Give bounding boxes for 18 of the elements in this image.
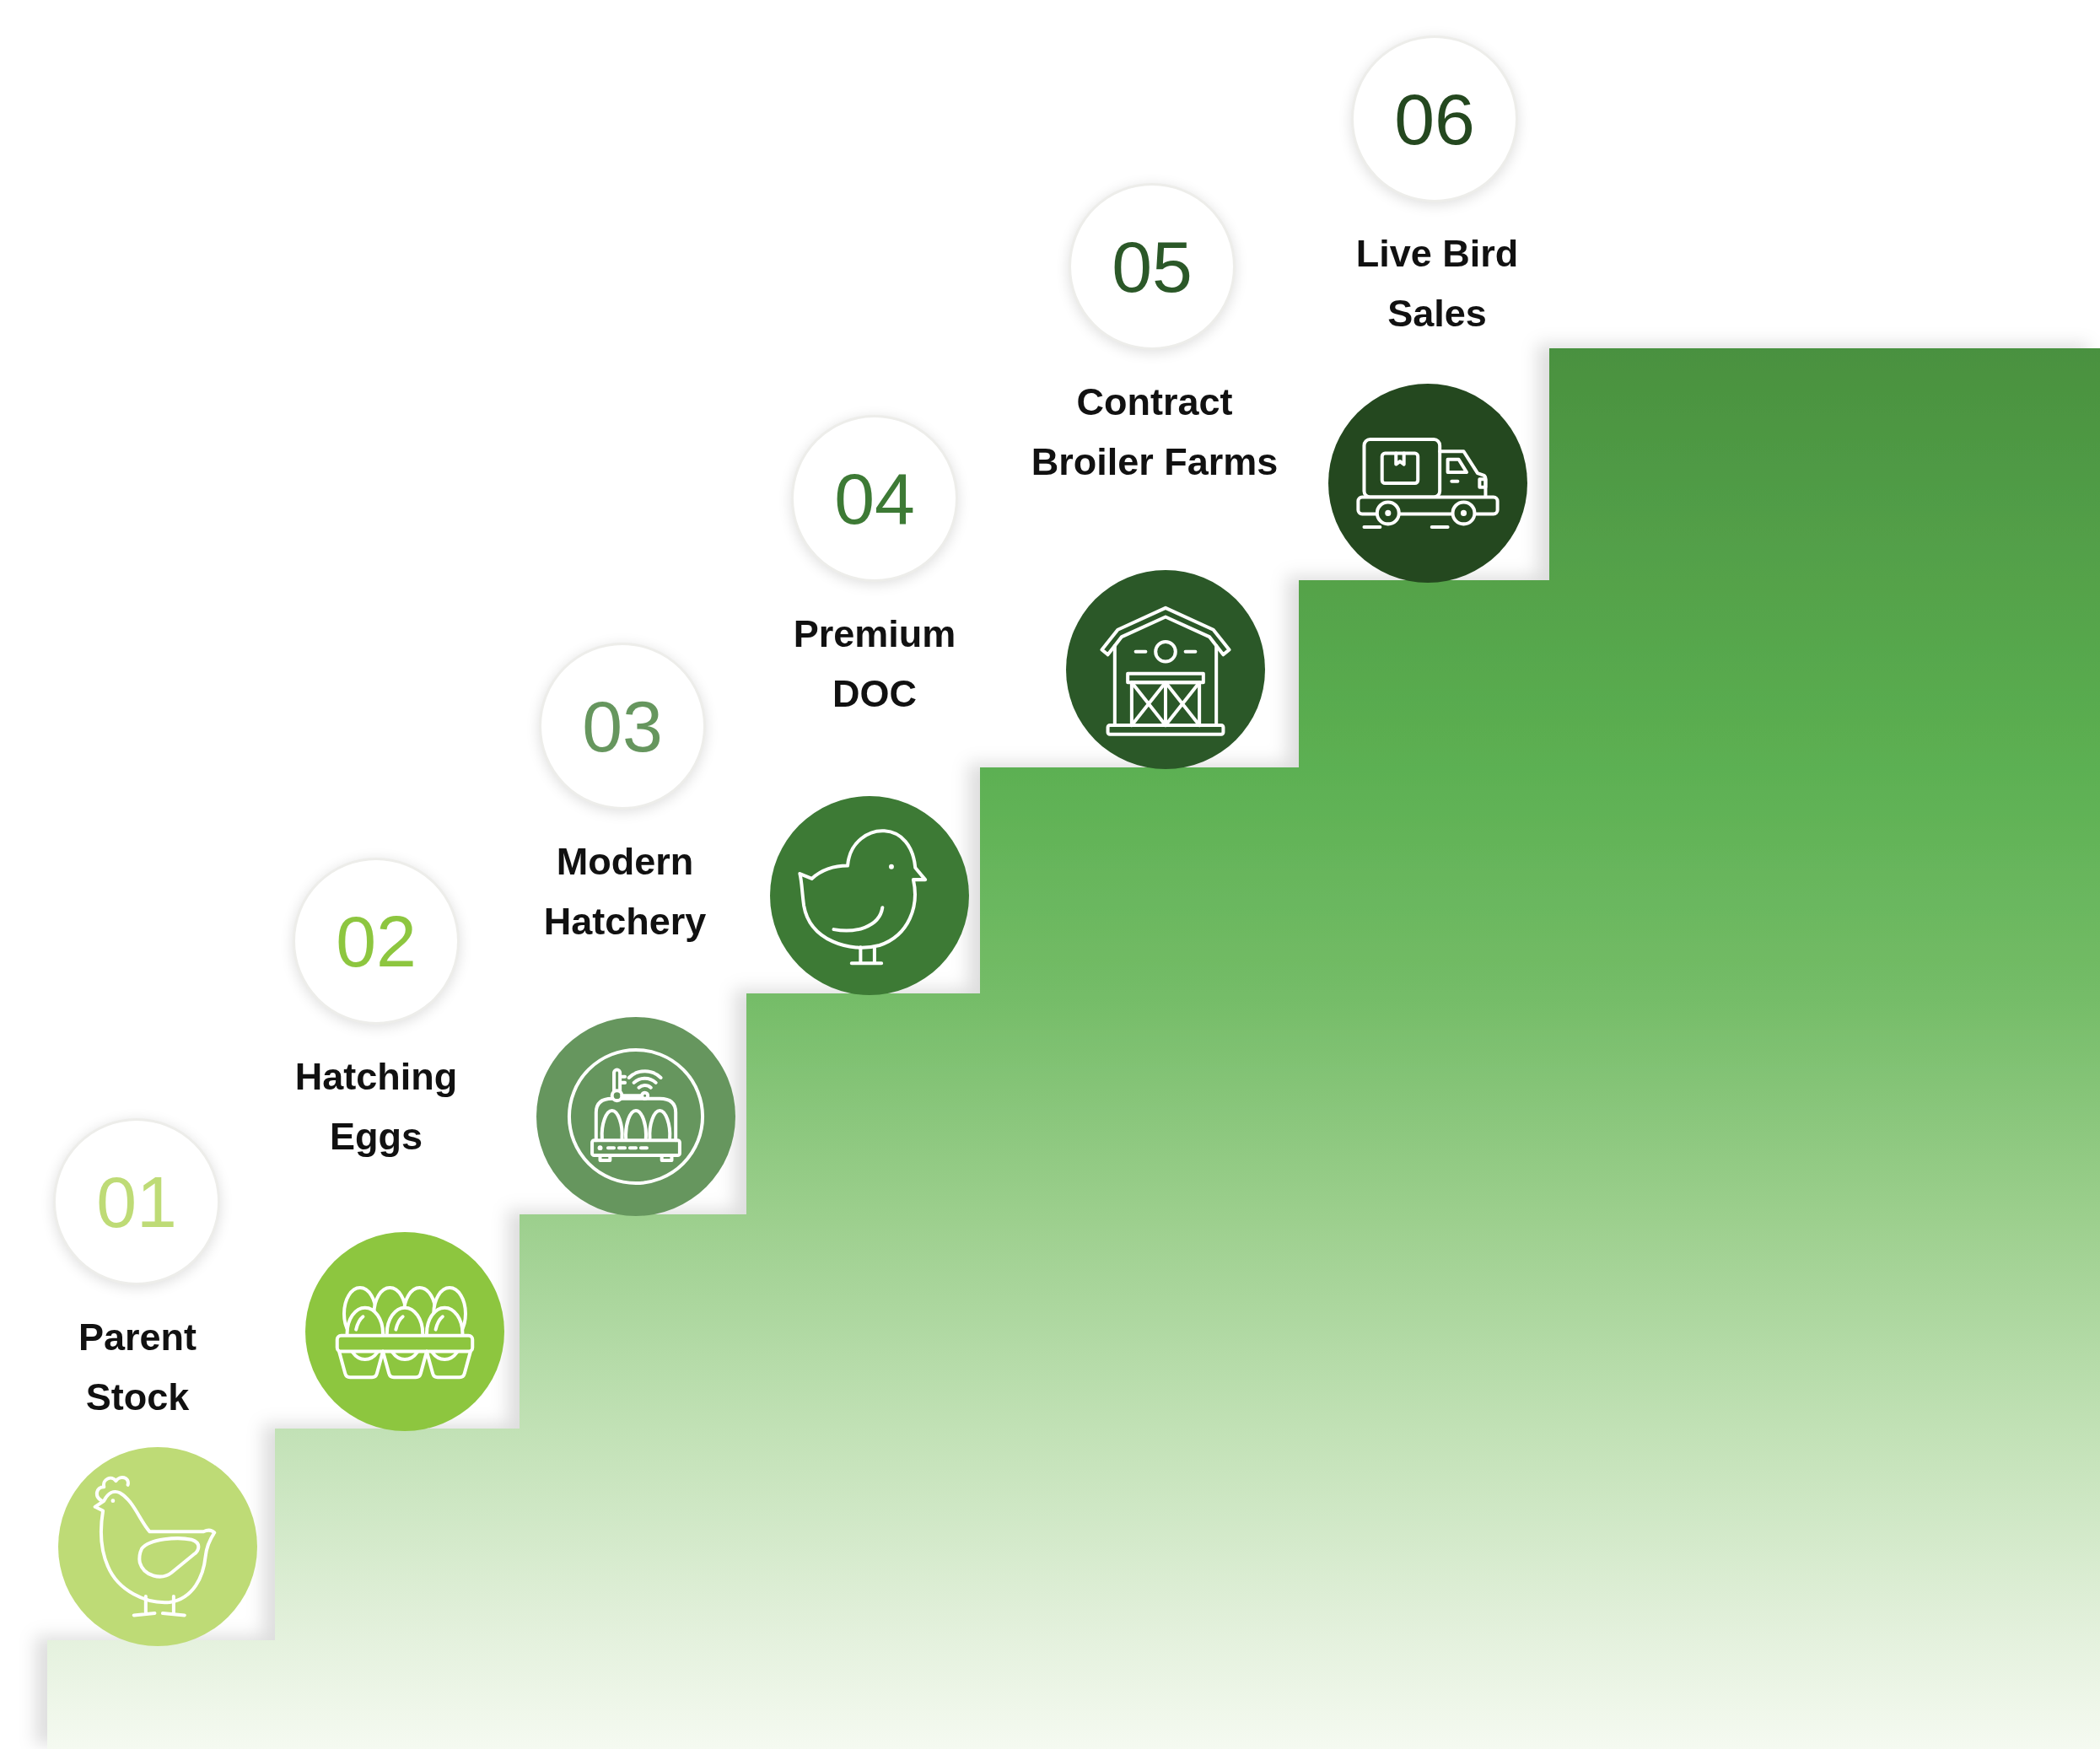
step-number: 02 (336, 905, 417, 977)
step-label: Hatching Eggs (293, 1054, 459, 1160)
delivery-truck-icon (1328, 384, 1527, 583)
step-label: Contract Broiler Farms (1030, 379, 1279, 485)
step-label: Live Bird Sales (1354, 231, 1520, 336)
step-label: Modern Hatchery (542, 839, 708, 944)
step-label: Premium DOC (792, 611, 957, 717)
hen-icon (58, 1447, 257, 1646)
incubator-icon (536, 1017, 735, 1216)
chick-icon (770, 796, 969, 995)
barn-icon (1066, 570, 1265, 769)
step-number: 04 (834, 462, 915, 535)
step-label: Parent Stock (77, 1315, 198, 1420)
step-number: 01 (96, 1165, 177, 1238)
step-number: 06 (1394, 83, 1475, 155)
egg-carton-icon (305, 1232, 504, 1431)
step-number: 03 (582, 690, 663, 762)
step-number: 05 (1112, 230, 1193, 303)
